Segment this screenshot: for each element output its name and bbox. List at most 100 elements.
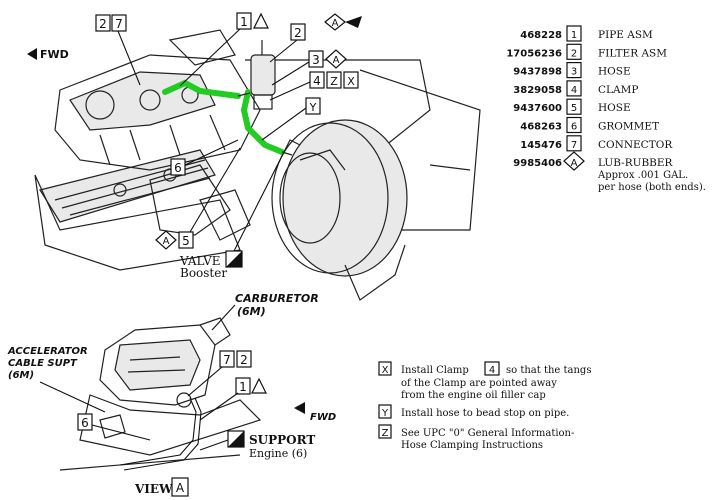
part-key: 3 <box>571 67 577 78</box>
carburetor-6m-label: (6M) <box>237 305 266 318</box>
carburetor-label: CARBURETOR <box>235 292 319 305</box>
svg-text:6: 6 <box>174 161 182 175</box>
part-note: per hose (both ends). <box>598 182 706 193</box>
part-key-box <box>566 25 582 42</box>
svg-text:FWD: FWD <box>310 412 336 423</box>
part-number: 468228 <box>520 30 562 41</box>
support-label: SUPPORT <box>249 433 315 447</box>
svg-text:2: 2 <box>294 26 302 40</box>
part-note: Approx .001 GAL. <box>597 170 688 181</box>
callout-4-Z-X-top: 4 Z X <box>269 71 359 101</box>
brake-booster <box>271 119 408 301</box>
note-x: X Install Clamp 4 so that the tangs of t… <box>378 361 591 401</box>
callout-1-A-bottom: 1 <box>199 377 267 421</box>
valve-label: VALVE <box>179 254 221 268</box>
carburetor-view-a <box>59 317 262 471</box>
svg-text:5: 5 <box>182 234 190 248</box>
svg-text:from the engine oil filler cap: from the engine oil filler cap <box>401 390 546 401</box>
svg-text:A: A <box>163 236 170 247</box>
part-key: 6 <box>571 122 577 133</box>
fwd-arrow-bottom: FWD <box>294 402 336 423</box>
svg-text:A: A <box>176 481 185 495</box>
booster-label: Booster <box>180 266 227 280</box>
part-name: CONNECTOR <box>598 139 673 151</box>
part-key-diamond <box>563 151 585 171</box>
accelerator-label: ACCELERATOR <box>7 346 88 357</box>
valve-booster-callout: VALVE Booster <box>179 149 286 280</box>
svg-text:Z: Z <box>330 75 338 88</box>
svg-text:A: A <box>332 18 339 29</box>
parts-row: 145476 7 CONNECTOR <box>520 135 673 152</box>
part-number: 17056236 <box>506 48 562 59</box>
filter-assembly <box>250 40 276 110</box>
cable-supt-label: CABLE SUPT <box>8 358 78 369</box>
pipe-hose-highlight-lower <box>240 89 285 155</box>
svg-text:4: 4 <box>489 365 495 376</box>
part-name: HOSE <box>598 102 631 114</box>
svg-text:so that the tangs: so that the tangs <box>506 365 591 376</box>
part-key-box <box>566 116 582 134</box>
part-key: 4 <box>571 85 577 96</box>
part-number: 9985406 <box>513 158 562 169</box>
part-key: 5 <box>571 103 577 114</box>
svg-text:3: 3 <box>312 53 320 67</box>
part-key-box <box>566 135 582 152</box>
part-number: 9437898 <box>513 67 562 78</box>
part-name: LUB-RUBBER <box>598 157 674 169</box>
engine-6-label: Engine (6) <box>249 447 307 460</box>
fwd-arrow-top: FWD <box>27 48 69 61</box>
callout-7-2-bottom: 7 2 <box>187 350 252 397</box>
part-number: 468263 <box>520 122 562 133</box>
svg-text:of the Clamp are pointed away: of the Clamp are pointed away <box>401 378 557 389</box>
svg-text:X: X <box>347 75 355 88</box>
part-key-box <box>566 61 582 79</box>
engine-illustration-top <box>34 29 481 301</box>
svg-text:Install hose to bead stop on p: Install hose to bead stop on pipe. <box>401 408 569 419</box>
fwd-label-top: FWD <box>40 48 69 61</box>
install-notes: X Install Clamp 4 so that the tangs of t… <box>378 361 591 451</box>
svg-text:1: 1 <box>240 15 248 29</box>
svg-text:Install Clamp: Install Clamp <box>401 365 469 376</box>
support-engine-callout: SUPPORT Engine (6) <box>199 430 315 460</box>
svg-text:7: 7 <box>223 353 231 367</box>
note-z: Z See UPC "0" General Information- Hose … <box>378 424 574 451</box>
callout-3-top: 3 A <box>271 49 347 86</box>
parts-row: 9437600 5 HOSE <box>513 98 631 115</box>
part-number: 9437600 <box>513 103 562 114</box>
svg-text:7: 7 <box>115 17 123 31</box>
svg-text:2: 2 <box>240 353 248 367</box>
callout-A-5-top: A 5 <box>155 147 241 250</box>
svg-text:See UPC "0" General Informatio: See UPC "0" General Information- <box>401 428 574 439</box>
svg-text:A: A <box>333 55 340 66</box>
part-key: A <box>571 158 578 169</box>
part-name: PIPE ASM <box>598 29 653 41</box>
callout-6-top: 6 <box>170 139 239 176</box>
part-key: 7 <box>571 140 577 151</box>
part-number: 3829058 <box>513 85 562 96</box>
callout-Y-top: Y <box>261 97 321 141</box>
pipe-hose-highlight-upper <box>162 79 241 99</box>
part-key-box <box>566 43 582 60</box>
svg-text:VIEW: VIEW <box>134 482 173 496</box>
part-name: FILTER ASM <box>598 47 667 59</box>
part-key-box <box>566 98 582 115</box>
part-key-box <box>566 80 582 97</box>
part-key: 2 <box>571 48 577 59</box>
callout-1-top: 1 <box>179 12 269 87</box>
part-number: 145476 <box>520 140 562 151</box>
svg-text:6: 6 <box>81 416 89 430</box>
callout-2-top: 2 <box>269 23 306 63</box>
svg-text:2: 2 <box>99 17 107 31</box>
callout-6-bottom: 6 <box>77 413 151 441</box>
callout-A-arrow-top: A <box>324 13 362 31</box>
svg-text:1: 1 <box>239 380 247 394</box>
accel-6m-label: (6M) <box>8 370 34 381</box>
svg-text:Z: Z <box>382 428 389 439</box>
